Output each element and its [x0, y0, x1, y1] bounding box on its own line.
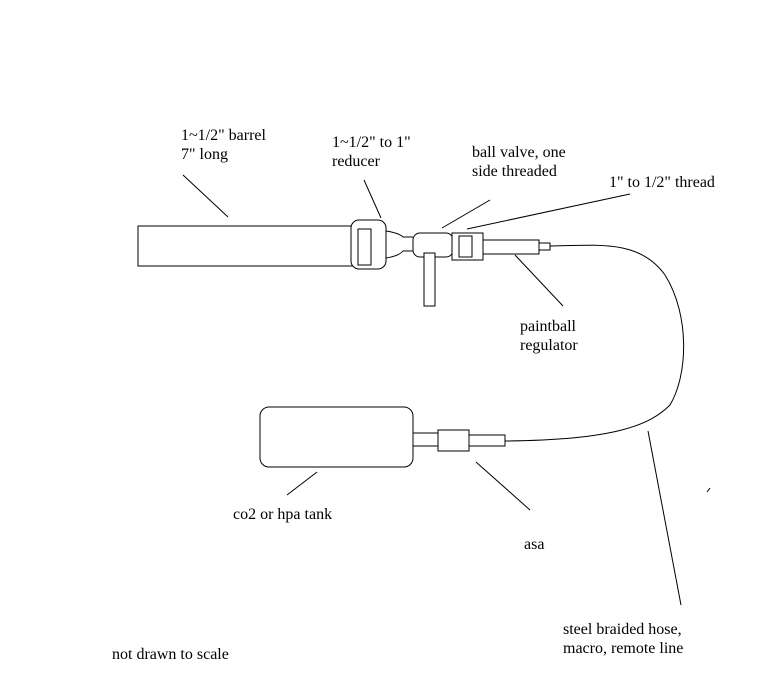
regulator-nipple: [538, 242, 551, 251]
tank-leader: [286, 471, 318, 496]
steel-braided-hose: [504, 244, 685, 442]
barrel-leader: [182, 174, 229, 218]
ball-valve-handle: [423, 252, 436, 307]
tank-neck: [412, 432, 439, 447]
hose-label: steel braided hose, macro, remote line: [563, 621, 684, 657]
reducer-label: 1~1/2" to 1" reducer: [332, 134, 411, 170]
asa-leader: [475, 461, 531, 511]
scale-note: not drawn to scale: [112, 646, 229, 663]
stray-mark: [706, 487, 711, 493]
asa-label: asa: [524, 536, 545, 553]
reducer-taper: [385, 230, 413, 259]
regulator-label: paintball regulator: [520, 318, 578, 354]
reducer: [350, 219, 387, 270]
thread-leader: [466, 193, 631, 230]
ball-valve-label: ball valve, one side threaded: [472, 144, 566, 180]
barrel: [137, 225, 357, 267]
thread-label: 1" to 1/2" thread: [609, 174, 715, 191]
ball-valve-leader: [441, 199, 491, 229]
thread-fitting: [451, 232, 484, 261]
hose-leader: [647, 430, 682, 606]
regulator-body: [482, 239, 540, 255]
regulator-leader: [514, 254, 564, 307]
thread-fitting-inner: [458, 235, 473, 258]
barrel-label: 1~1/2" barrel 7" long: [181, 127, 266, 163]
asa-outlet: [468, 434, 506, 447]
reducer-inner: [357, 228, 372, 266]
co2-tank: [259, 406, 414, 468]
reducer-leader: [363, 179, 382, 219]
asa-fitting: [437, 429, 470, 452]
tank-label: co2 or hpa tank: [233, 506, 333, 523]
